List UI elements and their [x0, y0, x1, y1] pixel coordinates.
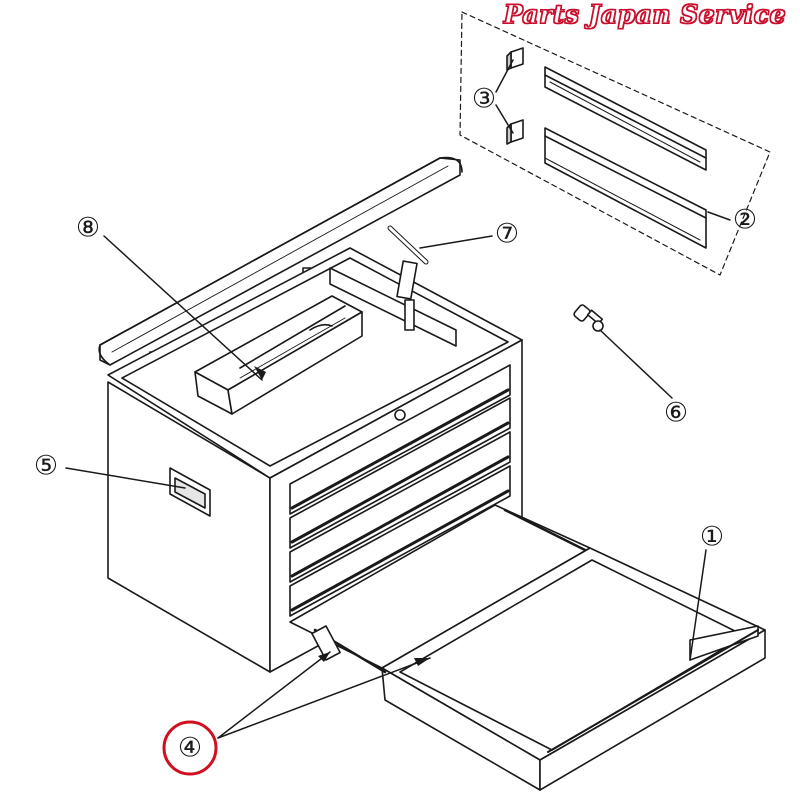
leader-5	[65, 467, 186, 489]
tool-chest	[98, 156, 766, 791]
callout-8: ⑧	[76, 213, 100, 244]
callout-1: ①	[700, 522, 724, 553]
open-drawer	[289, 504, 766, 791]
callout-4: ④	[178, 733, 202, 764]
clip-lower	[506, 119, 524, 145]
callout-2: ②	[733, 205, 757, 236]
dashed-group-outline	[459, 11, 771, 276]
lock	[394, 409, 406, 421]
leader-3a	[495, 59, 514, 93]
lid-support-strut	[387, 225, 429, 331]
leader-8	[103, 235, 263, 381]
leader-2	[707, 211, 731, 221]
key-part	[573, 304, 604, 332]
leader-4a	[217, 651, 331, 739]
callout-3: ③	[472, 84, 496, 115]
tote-tray	[194, 295, 363, 415]
brand-watermark: Parts Japan Service	[503, 0, 786, 30]
callout-6: ⑥	[664, 398, 688, 429]
drawer-fronts	[289, 364, 511, 617]
leader-4b	[217, 657, 431, 739]
leader-6	[599, 329, 673, 399]
liner-strip-top	[544, 66, 707, 171]
highlight-ring-part-4	[162, 720, 218, 776]
callout-7: ⑦	[495, 219, 519, 250]
liner-strip-bottom	[544, 127, 707, 249]
leader-lines	[65, 59, 731, 739]
callout-5: ⑤	[34, 451, 58, 482]
leader-1	[689, 549, 707, 661]
leader-3b	[495, 104, 514, 134]
leader-7	[419, 235, 493, 249]
